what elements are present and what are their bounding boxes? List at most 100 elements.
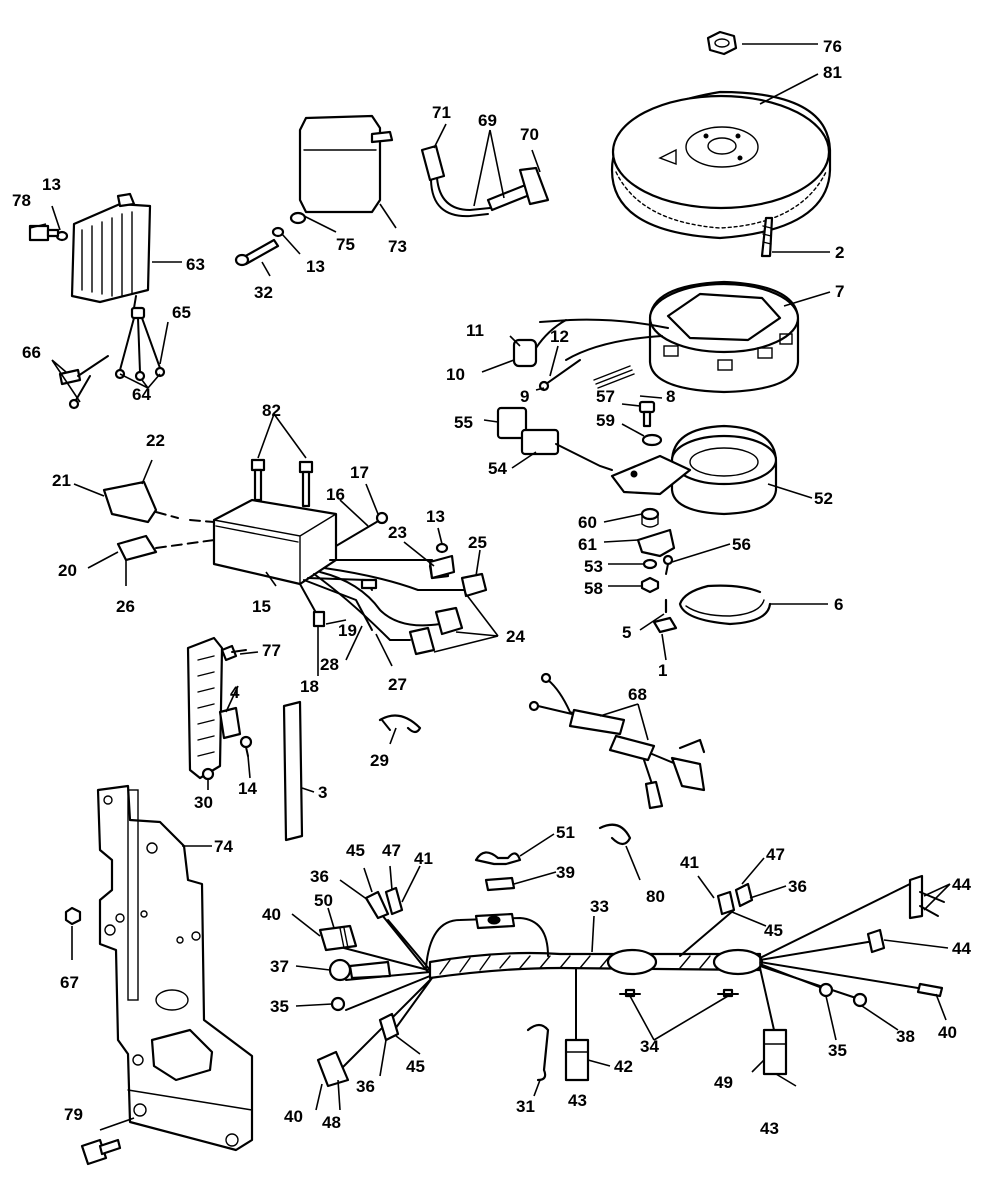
- callout-16: 16: [326, 485, 345, 504]
- rectifier-screw: [28, 224, 60, 242]
- callout-47-right: 47: [766, 845, 785, 864]
- timer-base-bushing: [640, 507, 660, 528]
- callout-49: 49: [714, 1073, 733, 1092]
- stator-extension-lead: [528, 672, 706, 810]
- ignition-coil: [298, 114, 394, 214]
- callout-33: 33: [590, 897, 609, 916]
- tie-strap-80: [598, 823, 632, 846]
- callout-77: 77: [262, 641, 281, 660]
- main-harness: [339, 879, 931, 1071]
- harness-brackets-44: [866, 874, 945, 954]
- stator-ring-terminal: [538, 359, 581, 392]
- plate-screw: [80, 1138, 122, 1166]
- callout-41-right: 41: [680, 853, 699, 872]
- callout-41-left: 41: [414, 849, 433, 868]
- callout-55: 55: [454, 413, 473, 432]
- callout-60: 60: [578, 513, 597, 532]
- callout-75: 75: [336, 235, 355, 254]
- power-pack-connector-20: [116, 534, 215, 562]
- callout-36-right: 36: [788, 877, 807, 896]
- spark-plug-boot: [486, 166, 550, 212]
- rectifier: [70, 192, 152, 309]
- retainer-plate: [636, 528, 676, 558]
- callout-63: 63: [186, 255, 205, 274]
- callout-43-left: 43: [568, 1091, 587, 1110]
- retainer-screw: [662, 554, 674, 575]
- callout-7: 7: [835, 282, 844, 301]
- callout-44-top: 44: [952, 875, 971, 894]
- callout-40-left-bottom: 40: [284, 1107, 303, 1126]
- harness-ring-terminal-35: [330, 996, 346, 1012]
- callout-39: 39: [556, 863, 575, 882]
- callout-66: 66: [22, 343, 41, 362]
- callout-21: 21: [52, 471, 71, 490]
- callout-45-left-bottom: 45: [406, 1057, 425, 1076]
- callout-31: 31: [516, 1097, 535, 1116]
- terminal-clip: [428, 542, 456, 580]
- power-pack: [212, 498, 338, 586]
- callout-labels: 76 81 2 7 71 69 70 73 75 13 32 13 78 63 …: [12, 37, 971, 1138]
- callout-9: 9: [520, 387, 529, 406]
- callout-22: 22: [146, 431, 165, 450]
- callout-17: 17: [350, 463, 369, 482]
- spacer: [642, 558, 658, 570]
- callout-69: 69: [478, 111, 497, 130]
- harness-connector-42: [564, 1038, 590, 1082]
- timer-base-connector: [496, 406, 613, 471]
- harness-clip-31: [526, 1023, 550, 1082]
- power-pack-leads: [299, 511, 488, 656]
- callout-74: 74: [214, 837, 233, 856]
- callout-2: 2: [835, 243, 844, 262]
- callout-53: 53: [584, 557, 603, 576]
- fuse-spare: [484, 876, 516, 892]
- retaining-ring: [678, 584, 772, 626]
- harness-ring-terminal-37: [328, 958, 392, 982]
- callout-32: 32: [254, 283, 273, 302]
- callout-40-right: 40: [938, 1023, 957, 1042]
- callout-48: 48: [322, 1113, 341, 1132]
- callout-34: 34: [640, 1037, 659, 1056]
- nut: [640, 576, 660, 594]
- callout-5: 5: [622, 623, 631, 642]
- callout-56: 56: [732, 535, 751, 554]
- coil-lockwasher: [271, 226, 285, 238]
- callout-13-coil: 13: [306, 257, 325, 276]
- callout-52: 52: [814, 489, 833, 508]
- callout-57: 57: [596, 387, 615, 406]
- leader-lines: [29, 43, 951, 1131]
- callout-45-right: 45: [764, 921, 783, 940]
- cover-strip: [282, 700, 304, 842]
- inline-fuse: [474, 912, 516, 930]
- callout-35-left: 35: [270, 997, 289, 1016]
- callout-79: 79: [64, 1105, 83, 1124]
- stator-screw: [760, 216, 774, 258]
- callout-43-right: 43: [760, 1119, 779, 1138]
- terminal-block-screw: [220, 644, 247, 662]
- callout-78: 78: [12, 191, 31, 210]
- callout-14: 14: [238, 779, 257, 798]
- jumper: [218, 706, 242, 740]
- harness-connector-48: [316, 1050, 350, 1088]
- callout-80: 80: [646, 887, 665, 906]
- rectifier-leads: [114, 306, 166, 382]
- timer-base-washer: [641, 433, 663, 447]
- power-pack-screws: [250, 458, 314, 508]
- callout-24: 24: [506, 627, 525, 646]
- callout-54: 54: [488, 459, 507, 478]
- callout-51: 51: [556, 823, 575, 842]
- callout-68: 68: [628, 685, 647, 704]
- callout-10: 10: [446, 365, 465, 384]
- callout-47-left: 47: [382, 841, 401, 860]
- tie-strap-29: [378, 714, 422, 734]
- callout-25: 25: [468, 533, 487, 552]
- harness-terminals-right: [818, 982, 944, 1008]
- timer-base-screw: [638, 400, 656, 428]
- callout-37: 37: [270, 957, 289, 976]
- mounting-plate: [96, 784, 254, 1152]
- callout-35-right: 35: [828, 1041, 847, 1060]
- callout-36-left-top: 36: [310, 867, 329, 886]
- callout-82: 82: [262, 401, 281, 420]
- callout-38: 38: [896, 1027, 915, 1046]
- timer-base: [610, 424, 778, 516]
